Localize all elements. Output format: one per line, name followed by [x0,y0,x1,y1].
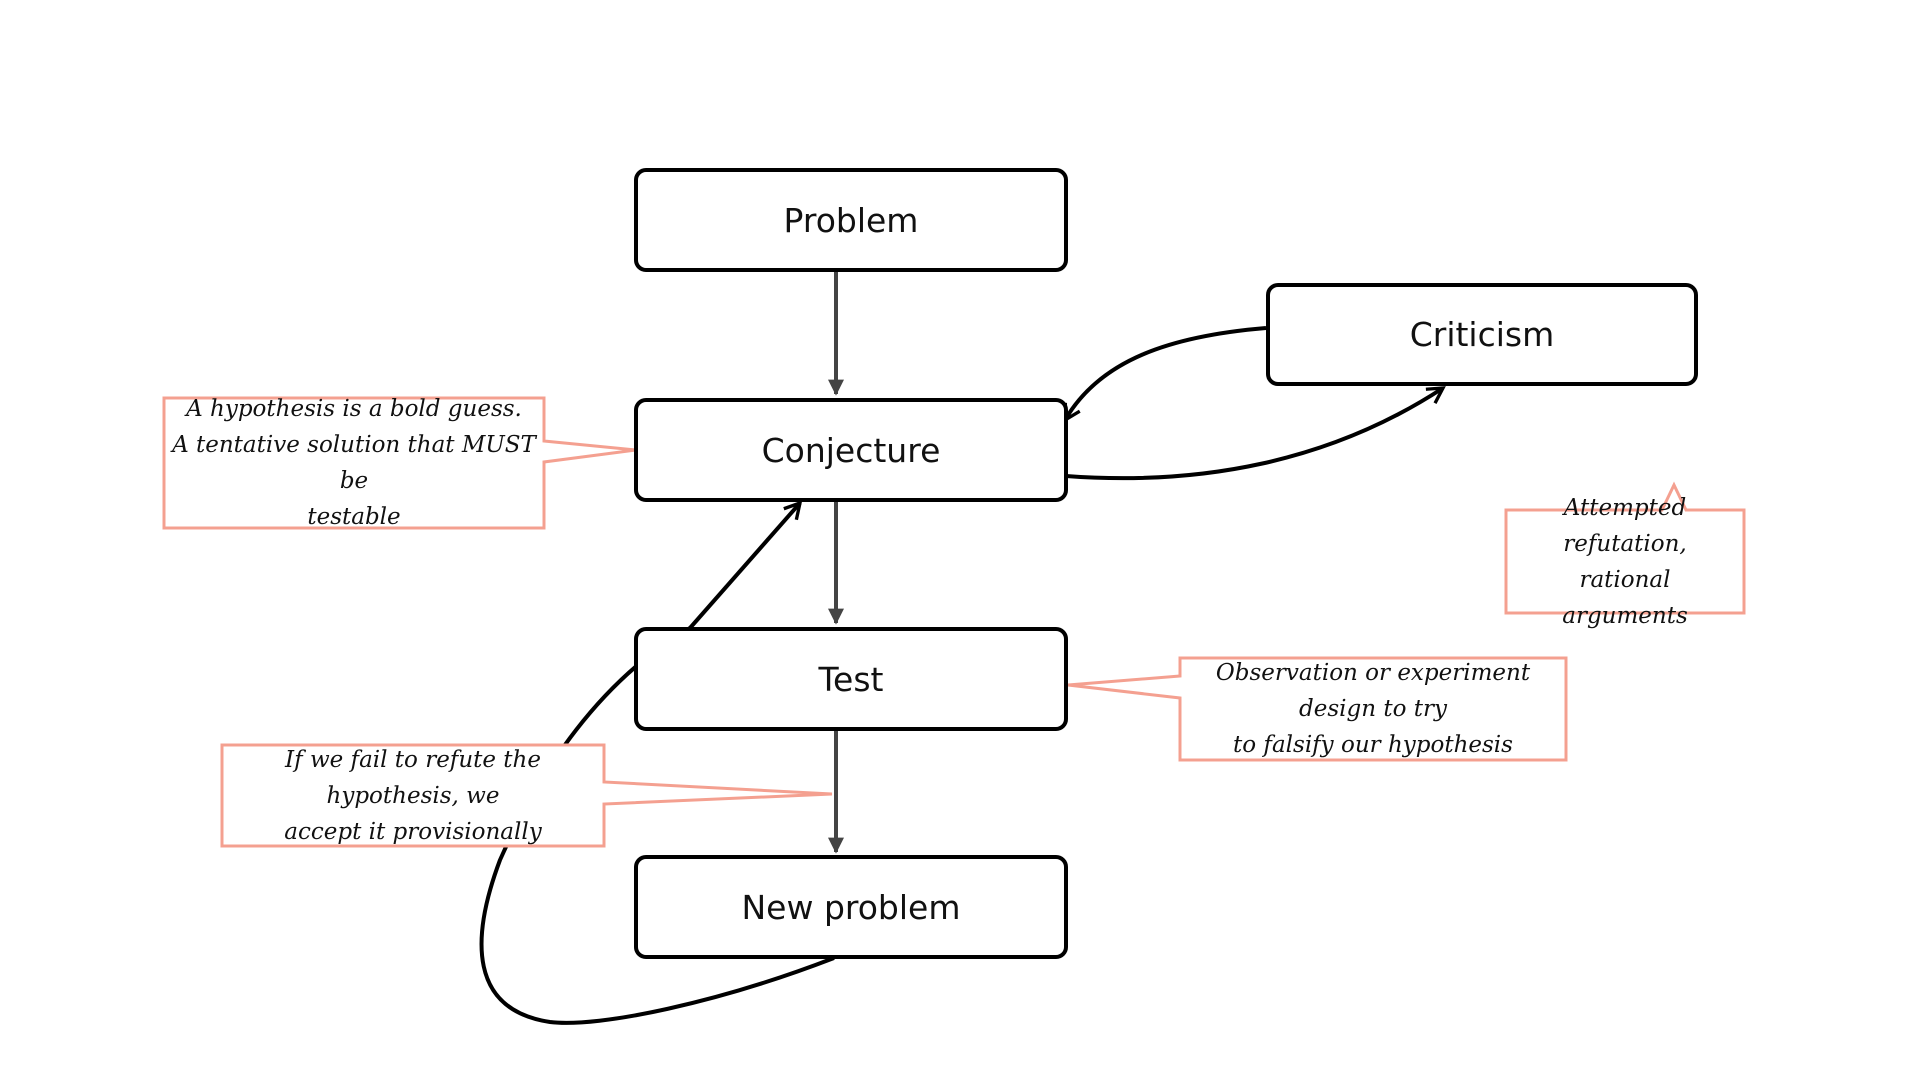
callout-refutation-line-2: rational arguments [1562,566,1688,629]
callout-refutation-shape [1504,481,1746,615]
node-test-label: Test [818,659,884,699]
node-conjecture[interactable]: Conjecture [634,398,1068,502]
callout-hypothesis-shape [162,396,637,530]
callout-refutation-line-1: Attempted refutation, [1563,494,1687,557]
callout-accept: If we fail to refute the hypothesis, we … [222,745,604,846]
arrow-new-problem-loop-to-conjecture [479,626,835,1025]
callout-hypothesis-line-2: A tentative solution that MUST be [172,432,536,494]
callout-accept-line-1: If we fail to refute the hypothesis, we [285,746,541,809]
arrow-loop-to-conjecture [688,503,800,630]
arrow-criticism-to-conjecture [1065,326,1267,420]
callout-accept-line-2: accept it provisionally [284,818,542,845]
node-criticism[interactable]: Criticism [1266,283,1698,386]
callout-accept-shape [220,743,833,848]
node-problem[interactable]: Problem [634,168,1068,272]
node-conjecture-label: Conjecture [761,430,941,470]
node-new-problem[interactable]: New problem [634,855,1068,959]
callout-observation: Observation or experiment design to try … [1180,658,1566,760]
callout-hypothesis: A hypothesis is a bold guess. A tentativ… [164,396,544,530]
callout-hypothesis-line-3: testable [307,504,401,530]
callout-refutation: Attempted refutation, rational arguments [1506,495,1744,629]
callout-hypothesis-line-1: A hypothesis is a bold guess. [186,396,522,422]
node-problem-label: Problem [783,200,919,240]
node-criticism-label: Criticism [1409,315,1555,354]
callout-observation-line-2: to falsify our hypothesis [1233,732,1513,758]
callout-observation-line-1: Observation or experiment design to try [1215,660,1531,722]
node-test[interactable]: Test [634,627,1068,731]
node-new-problem-label: New problem [741,887,961,927]
arrow-conjecture-to-criticism [1065,388,1443,481]
callout-observation-shape [1067,656,1568,762]
